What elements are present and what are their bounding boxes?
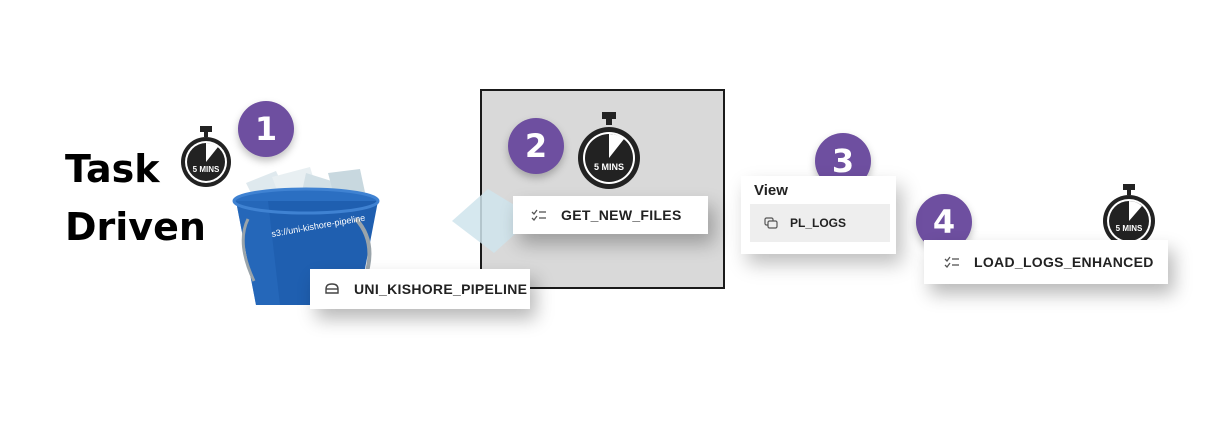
task-checklist-icon xyxy=(531,209,547,221)
task-label: LOAD_LOGS_ENHANCED xyxy=(974,254,1154,270)
timer-label: 5 MINS xyxy=(193,165,220,174)
stage-card[interactable]: UNI_KISHORE_PIPELINE xyxy=(310,269,530,309)
step-1-badge: 1 xyxy=(238,101,294,157)
diagram-heading: Task Driven xyxy=(65,140,206,256)
stopwatch-icon: 5 MINS xyxy=(1100,184,1158,248)
view-item-label: PL_LOGS xyxy=(790,216,847,230)
task-checklist-icon xyxy=(944,256,960,268)
heading-line-1: Task xyxy=(65,147,160,191)
stopwatch-icon: 5 MINS xyxy=(575,112,643,190)
view-icon xyxy=(764,217,778,229)
task-card-get-new-files[interactable]: GET_NEW_FILES xyxy=(513,196,708,234)
task-label: GET_NEW_FILES xyxy=(561,207,682,223)
heading-line-2: Driven xyxy=(65,205,206,249)
view-title: View xyxy=(754,182,788,199)
view-item-pl-logs[interactable]: PL_LOGS xyxy=(750,204,890,242)
stage-label: UNI_KISHORE_PIPELINE xyxy=(354,281,528,297)
task-card-load-logs-enhanced[interactable]: LOAD_LOGS_ENHANCED xyxy=(924,240,1168,284)
stopwatch-icon: 5 MINS xyxy=(178,126,234,188)
stage-icon xyxy=(324,283,340,295)
step-2-badge: 2 xyxy=(508,118,564,174)
timer-label: 5 MINS xyxy=(594,162,624,172)
timer-label: 5 MINS xyxy=(1116,224,1143,233)
view-card: View PL_LOGS xyxy=(741,176,896,254)
